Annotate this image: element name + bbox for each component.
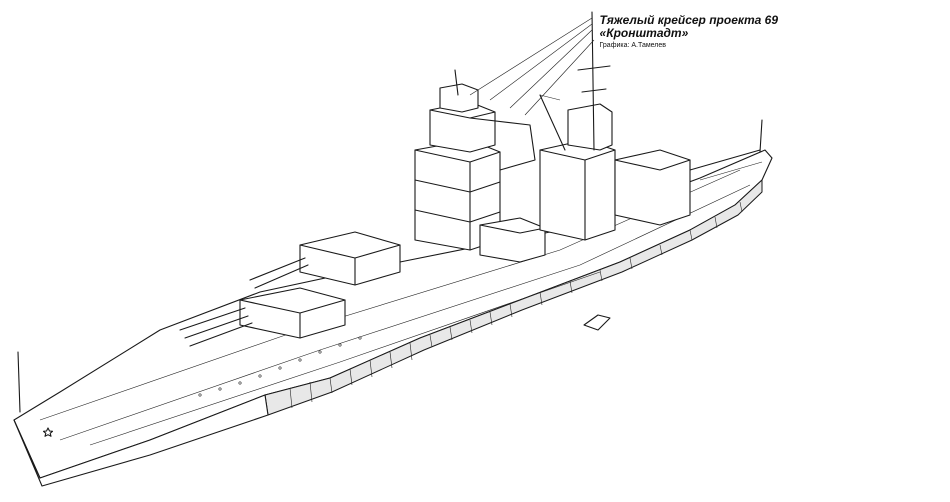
bridge-tower — [414, 83, 536, 251]
forward-turret-b — [249, 231, 401, 289]
caption-block: Тяжелый крейсер проекта 69 «Кронштадт» Г… — [600, 14, 778, 51]
funnel-mainmast-block — [539, 103, 691, 241]
caption-credit: Графика: А.Тамелев — [599, 42, 667, 49]
ships-boat — [583, 314, 611, 331]
stern-deck — [689, 149, 763, 181]
forward-turret-a — [179, 287, 346, 347]
bow-star-icon — [42, 427, 54, 437]
caption-title-line1: Тяжелый крейсер проекта 69 — [599, 13, 778, 27]
masts — [454, 11, 763, 153]
aft-turret — [479, 217, 546, 263]
caption-title-line2: «Кронштадт» — [599, 26, 689, 40]
